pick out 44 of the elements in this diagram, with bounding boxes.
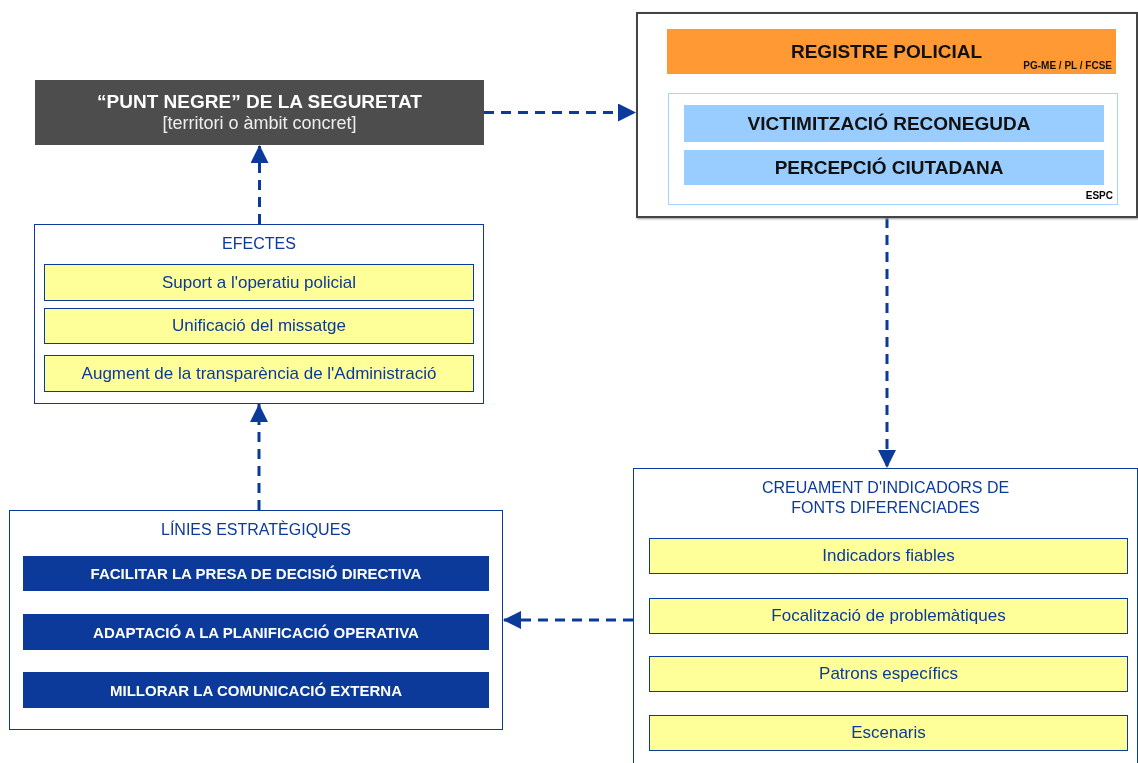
- header-bar: [667, 29, 1116, 74]
- source-note: PG-ME / PL / FCSE: [1023, 60, 1112, 71]
- title-box: [35, 80, 484, 145]
- item-label: MILLORAR LA COMUNICACIÓ EXTERNA: [110, 681, 402, 699]
- outer-frame: [636, 12, 1138, 218]
- strategy-bar: [23, 614, 489, 650]
- strategy-bar: [23, 556, 489, 591]
- group-heading: EFECTES: [221, 234, 297, 254]
- item-label: Patrons específics: [819, 664, 958, 684]
- inner-panel: [668, 93, 1118, 205]
- box-title: PERCEPCIÓ CIUTADANA: [774, 156, 1004, 179]
- item-box: [44, 264, 474, 301]
- dashed-arrow: [878, 218, 896, 468]
- group-heading: LÍNIES ESTRATÈGIQUES: [160, 520, 352, 540]
- item-box: [44, 355, 474, 392]
- group-box: [633, 468, 1138, 763]
- item-label: FACILITAR LA PRESA DE DECISIÓ DIRECTIVA: [90, 565, 422, 582]
- box-title: REGISTRE POLICIAL: [790, 40, 983, 63]
- item-box: [649, 656, 1128, 692]
- dashed-arrow: [250, 404, 268, 510]
- item-box: [649, 538, 1128, 574]
- strategy-bar: [23, 672, 489, 708]
- dashed-arrow: [503, 611, 633, 629]
- item-label: Unificació del missatge: [172, 316, 346, 336]
- source-note: ESPC: [1085, 190, 1113, 201]
- dashed-arrow: [484, 103, 636, 122]
- item-label: ADAPTACIÓ A LA PLANIFICACIÓ OPERATIVA: [93, 623, 419, 641]
- item-label: Focalització de problemàtiques: [771, 606, 1006, 626]
- group-box: [9, 510, 503, 730]
- indicator-bar: [684, 105, 1104, 142]
- group-box: [34, 224, 484, 404]
- item-label: Escenaris: [851, 723, 926, 743]
- box-subtitle: [territori o àmbit concret]: [162, 113, 357, 134]
- box-title: VICTIMITZACIÓ RECONEGUDA: [747, 112, 1031, 135]
- dashed-arrow: [250, 145, 269, 224]
- item-box: [649, 715, 1128, 751]
- item-box: [649, 598, 1128, 634]
- item-label: Indicadors fiables: [822, 546, 955, 566]
- item-label: Augment de la transparència de l'Administració: [81, 363, 437, 384]
- item-box: [44, 308, 474, 344]
- indicator-bar: [684, 150, 1104, 185]
- item-label: Suport a l'operatiu policial: [161, 272, 357, 293]
- group-heading: CREUAMENT D'INDICADORS DE FONTS DIFERENCIADES: [760, 478, 1011, 518]
- box-title: “PUNT NEGRE” DE LA SEGURETAT: [97, 91, 422, 113]
